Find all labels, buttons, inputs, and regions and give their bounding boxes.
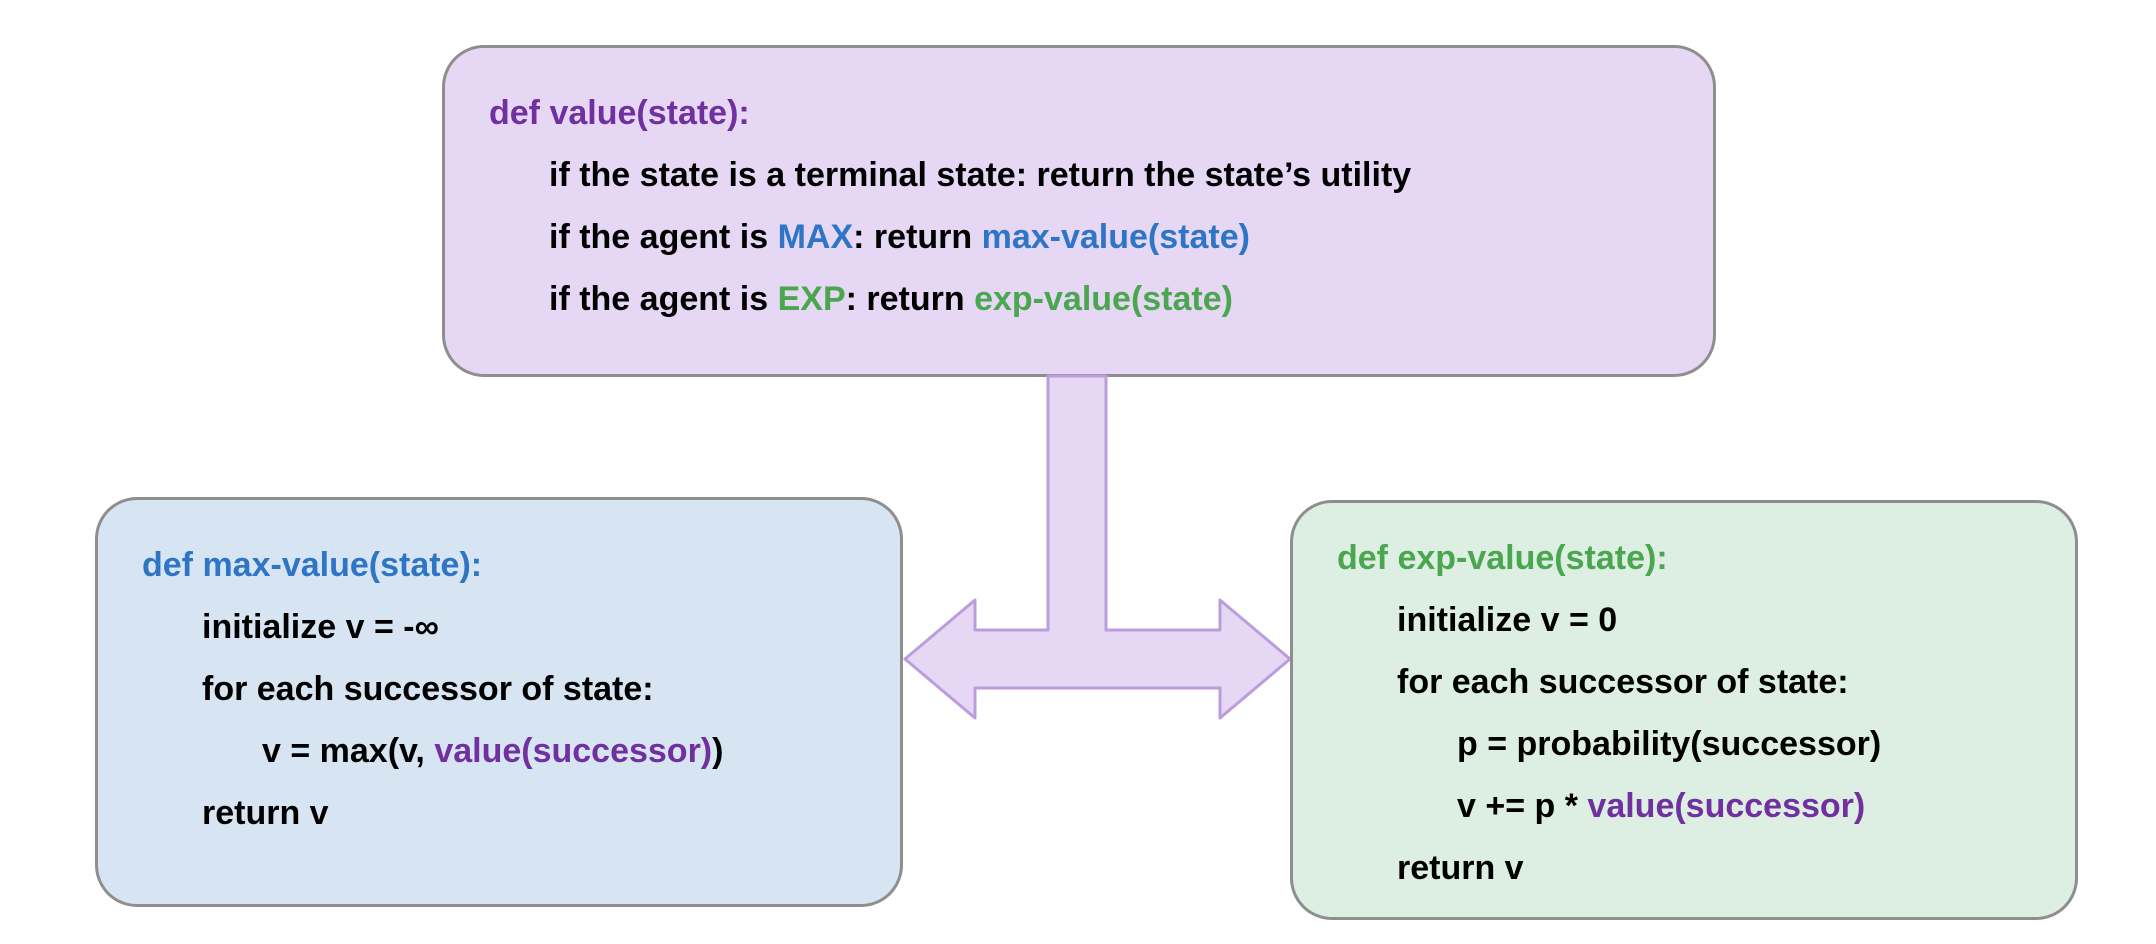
- code-line-title: def exp-value(state):: [1337, 527, 2031, 589]
- value-function-content: def value(state): if the state is a term…: [445, 48, 1713, 350]
- code-segment: ): [712, 732, 724, 770]
- max-value-function-box: def max-value(state): initialize v = -∞ …: [95, 497, 903, 907]
- code-line: initialize v = 0: [1337, 589, 2031, 651]
- code-segment: return v: [202, 794, 329, 832]
- code-line: p = probability(successor): [1337, 713, 2031, 775]
- bidirectional-arrow-shape: [903, 374, 1292, 720]
- code-line: v += p * value(successor): [1337, 775, 2031, 837]
- code-line: if the agent is MAX: return max-value(st…: [489, 206, 1669, 268]
- flow-arrow: [903, 374, 1292, 720]
- code-segment: EXP: [777, 280, 846, 318]
- exp-value-function-content: def exp-value(state): initialize v = 0 f…: [1293, 503, 2075, 919]
- code-segment: : return: [853, 218, 982, 256]
- code-line: for each successor of state:: [1337, 651, 2031, 713]
- code-segment: value(successor): [434, 732, 713, 770]
- code-line: if the agent is EXP: return exp-value(st…: [489, 268, 1669, 330]
- code-line: v = max(v, value(successor)): [142, 720, 856, 782]
- code-segment: initialize v = 0: [1397, 601, 1618, 639]
- code-segment: : return: [845, 280, 975, 318]
- code-segment: for each successor of state:: [1397, 663, 1849, 701]
- code-line-title: def max-value(state):: [142, 534, 856, 596]
- max-value-function-content: def max-value(state): initialize v = -∞ …: [98, 500, 900, 864]
- code-segment: if the agent is: [549, 280, 778, 318]
- code-line-title: def value(state):: [489, 82, 1669, 144]
- code-segment: exp-value(state): [974, 280, 1233, 318]
- code-segment: value(successor): [1587, 787, 1866, 825]
- value-function-box: def value(state): if the state is a term…: [442, 45, 1716, 377]
- code-line: if the state is a terminal state: return…: [489, 144, 1669, 206]
- exp-value-function-box: def exp-value(state): initialize v = 0 f…: [1290, 500, 2078, 920]
- code-segment: return v: [1397, 849, 1524, 887]
- code-segment: initialize v = -∞: [202, 608, 439, 646]
- code-line: initialize v = -∞: [142, 596, 856, 658]
- code-line: for each successor of state:: [142, 658, 856, 720]
- code-segment: p = probability(successor): [1457, 725, 1882, 763]
- code-segment: v += p *: [1457, 787, 1588, 825]
- code-segment: def value(state):: [489, 94, 750, 132]
- code-line: return v: [142, 782, 856, 844]
- code-segment: def max-value(state):: [142, 546, 483, 584]
- code-segment: for each successor of state:: [202, 670, 654, 708]
- code-segment: if the agent is: [549, 218, 778, 256]
- code-segment: v = max(v,: [262, 732, 435, 770]
- code-segment: def exp-value(state):: [1337, 539, 1668, 577]
- code-line: return v: [1337, 837, 2031, 899]
- code-segment: max-value(state): [981, 218, 1250, 256]
- code-segment: MAX: [777, 218, 854, 256]
- code-segment: if the state is a terminal state: return…: [549, 156, 1412, 194]
